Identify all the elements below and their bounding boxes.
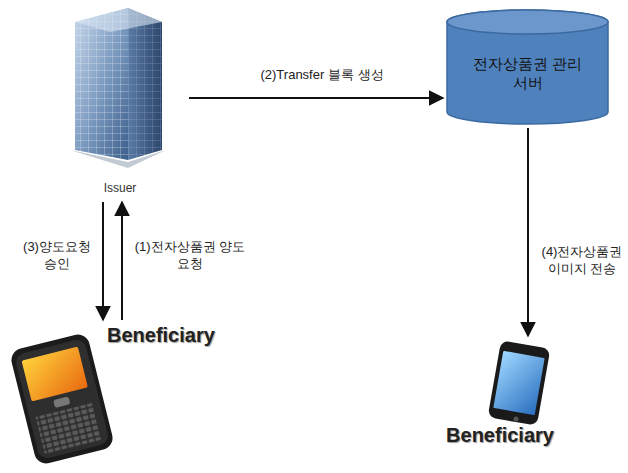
node-label: Issuer: [104, 181, 137, 197]
phone-keyboard-icon: [9, 332, 115, 466]
issuer-node: Issuer: [55, 5, 185, 200]
edge-label: (1)전자상품권 양도요청: [132, 238, 248, 272]
server-cylinder: 전자상품권 관리 서버: [445, 8, 610, 126]
building-icon: [70, 8, 166, 168]
arrow-connector: [527, 128, 529, 336]
phone-touch-icon: [488, 340, 551, 425]
arrow-connector: [102, 202, 104, 320]
node-label: Beneficiary: [107, 322, 215, 348]
beneficiary-node: Beneficiary: [430, 338, 570, 450]
edge-label: (4)전자상품권 이미지 전송: [536, 243, 628, 277]
arrow-connector: [189, 97, 443, 99]
beneficiary-node: Beneficiary: [15, 322, 230, 465]
edge-label: (2)Transfer 블록 생성: [228, 66, 416, 83]
node-label: 전자상품권 관리 서버: [473, 54, 583, 93]
node-label: Beneficiary: [446, 422, 554, 448]
arrow-connector: [121, 202, 123, 320]
edge-label: (3)양도요청 승인: [14, 238, 100, 272]
